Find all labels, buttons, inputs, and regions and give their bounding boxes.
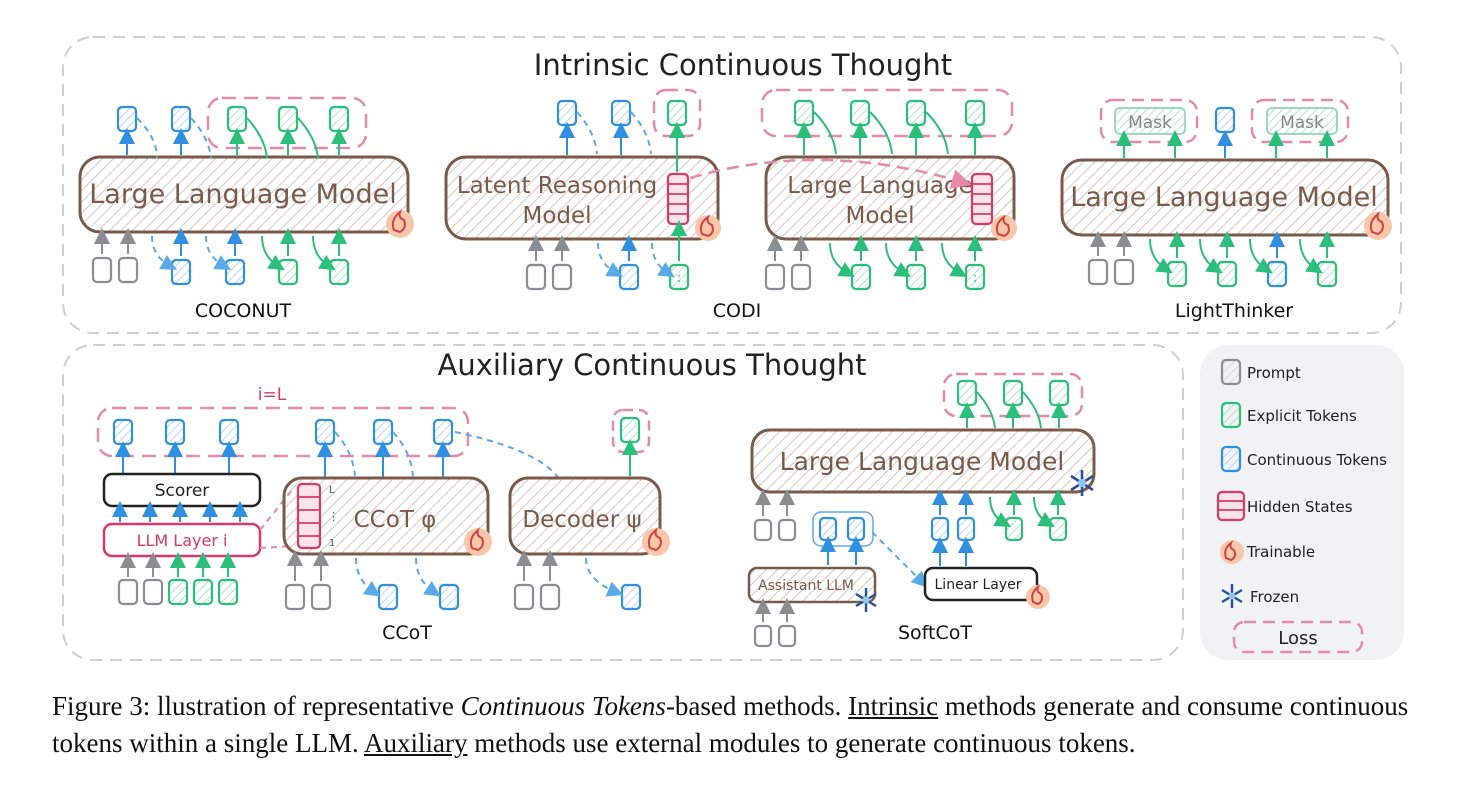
legend-loss-swatch <box>1232 620 1364 654</box>
codi-hidden-states-2 <box>970 172 994 226</box>
legend-explicit-label: Explicit Tokens <box>1247 407 1357 425</box>
coconut-in-prompt-2 <box>117 256 139 284</box>
fire-icon <box>1220 540 1244 564</box>
coconut-loss-box <box>206 96 368 150</box>
coconut-out-continuous-1 <box>116 105 138 133</box>
codi-latent-label-2: Model <box>522 203 591 229</box>
caption-intrinsic: Intrinsic <box>848 691 939 721</box>
mask-label-2: Mask <box>1280 113 1324 133</box>
tick-bottom: 1 <box>329 538 335 549</box>
snowflake-icon <box>1221 584 1243 608</box>
coconut-in-continuous-1 <box>170 258 192 286</box>
legend-frozen-label: Frozen <box>1250 588 1299 606</box>
lightthinker-panel: Mask Mask Large Language Model LightThin… <box>1060 98 1392 322</box>
mask-label-1: Mask <box>1128 113 1172 133</box>
fire-icon <box>642 527 670 556</box>
svg-text::: : <box>677 270 682 286</box>
intrinsic-frame <box>62 36 1402 334</box>
codi-llm-label-2: Model <box>845 203 914 229</box>
ccot-panel: i=L Scorer LLM Layer i <box>96 385 670 644</box>
legend-continuous-label: Continuous Tokens <box>1247 451 1387 469</box>
ccot-layer-note: i=L <box>258 385 287 405</box>
snowflake-icon <box>1070 470 1094 496</box>
assistant-llm-box <box>747 566 877 604</box>
ccot-box <box>282 476 490 556</box>
legend-hidden-label: Hidden States <box>1247 498 1353 516</box>
softcot-loss-box <box>942 372 1084 418</box>
softcot-llm-box <box>750 428 1096 494</box>
legend: Prompt Explicit Tokens Continuous Tokens… <box>1216 358 1387 654</box>
legend-prompt-label: Prompt <box>1247 364 1301 382</box>
linear-layer-box <box>923 566 1039 602</box>
snowflake-icon <box>855 588 877 612</box>
coconut-method-label: COCONUT <box>195 300 292 322</box>
caption-auxiliary: Auxiliary <box>363 728 468 758</box>
codi-loss-box-1 <box>652 88 702 138</box>
caption-mid2: methods generate and consume continuous … <box>52 691 1409 758</box>
fire-icon <box>695 214 721 241</box>
methods-diagram: Intrinsic Continuous Thought Auxiliary C… <box>62 36 1404 661</box>
assistant-llm-label: Assistant LLM <box>758 578 854 594</box>
decoder-box <box>508 476 662 556</box>
codi-latent-label-1: Latent Reasoning <box>457 173 657 199</box>
legend-panel <box>1200 345 1404 660</box>
legend-continuous-swatch <box>1220 445 1242 473</box>
coconut-llm-box <box>78 155 410 234</box>
coconut-out-explicit-1 <box>226 105 248 133</box>
caption-lead: Figure 3: llustration of representative <box>52 691 461 721</box>
lightthinker-method-label: LightThinker <box>1175 300 1293 322</box>
coconut-out-explicit-3 <box>328 105 350 133</box>
softcot-method-label: SoftCoT <box>898 622 972 644</box>
codi-loss-box-2 <box>760 88 1014 138</box>
fire-icon <box>1026 584 1050 609</box>
figure-caption: Figure 3: llustration of representative … <box>52 688 1432 762</box>
fire-icon <box>991 214 1017 241</box>
softcot-llm-label: Large Language Model <box>780 447 1065 476</box>
fire-icon <box>1364 211 1392 240</box>
lightthinker-llm-label: Large Language Model <box>1070 182 1377 213</box>
ccot-method-label: CCoT <box>382 622 432 644</box>
coconut-in-explicit-1 <box>277 258 299 286</box>
tick-mid: ⋮ <box>328 510 339 523</box>
scorer-label: Scorer <box>155 481 210 501</box>
codi-latent-box <box>444 155 720 241</box>
coconut-in-continuous-2 <box>224 258 246 286</box>
caption-tail: methods use external modules to generate… <box>467 728 1136 758</box>
softcot-continuous-group <box>812 511 874 547</box>
decoder-loss-box <box>611 408 651 454</box>
codi-distill-link <box>689 158 972 189</box>
coconut-in-explicit-2 <box>328 258 350 286</box>
ccot-label: CCoT φ <box>354 507 437 533</box>
codi-method-label: CODI <box>713 300 761 322</box>
ccot-hidden-states <box>296 482 322 550</box>
decoder-label: Decoder ψ <box>522 507 641 533</box>
ccot-loss-box <box>96 406 470 458</box>
softcot-panel: Large Language Model Assistant LLM <box>747 372 1096 648</box>
caption-mid1: -based methods. <box>665 691 849 721</box>
legend-explicit-swatch <box>1220 401 1242 429</box>
caption-italic: Continuous Tokens <box>460 691 666 721</box>
coconut-out-explicit-2 <box>277 105 299 133</box>
lightthinker-loss-box-1 <box>1099 98 1199 144</box>
intrinsic-title: Intrinsic Continuous Thought <box>534 48 952 82</box>
legend-loss-label: Loss <box>1278 628 1317 649</box>
lightthinker-loss-box-2 <box>1250 98 1350 144</box>
linear-layer-label: Linear Layer <box>935 577 1022 593</box>
coconut-panel: Large Language Model COCONUT <box>78 96 414 322</box>
legend-hidden-swatch <box>1216 490 1246 522</box>
auxiliary-frame <box>62 344 1184 661</box>
legend-prompt-swatch <box>1220 358 1242 386</box>
codi-hidden-states-1 <box>666 172 690 226</box>
fire-icon <box>386 209 414 238</box>
legend-trainable-label: Trainable <box>1246 543 1315 561</box>
codi-panel: Latent Reasoning Model Large Language Mo… <box>444 88 1017 322</box>
tick-top: L <box>329 485 335 496</box>
fire-icon <box>464 527 492 556</box>
svg-text::: : <box>973 270 978 286</box>
coconut-llm-label: Large Language Model <box>89 179 396 210</box>
coconut-out-continuous-2 <box>170 105 192 133</box>
auxiliary-title: Auxiliary Continuous Thought <box>437 348 866 382</box>
coconut-in-prompt-1 <box>91 256 113 284</box>
llm-layer-label: LLM Layer i <box>137 531 228 550</box>
